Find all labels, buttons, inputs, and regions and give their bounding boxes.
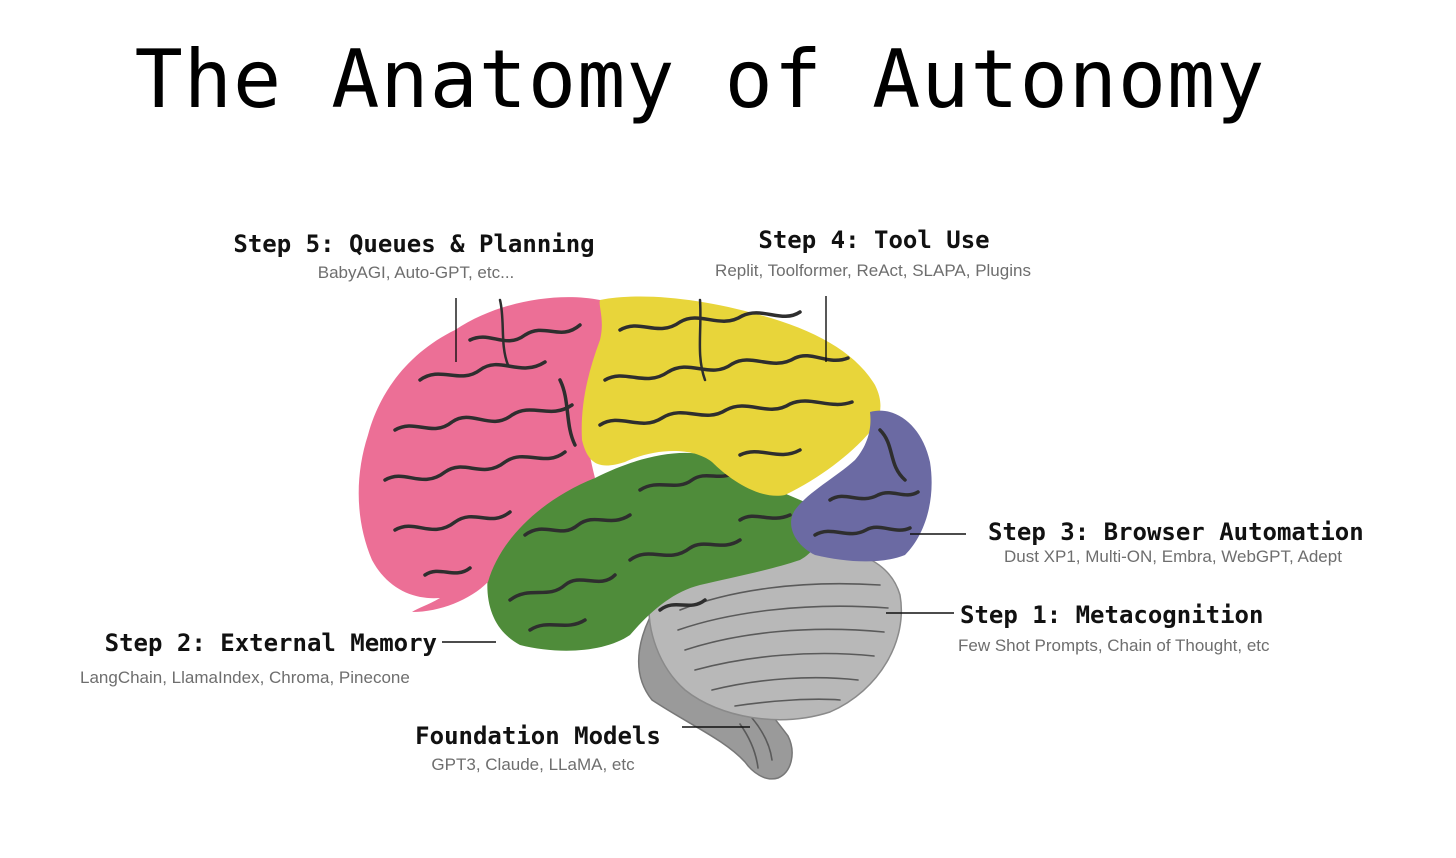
step5-heading: Step 5: Queues & Planning: [233, 230, 595, 258]
step1-heading: Step 1: Metacognition: [960, 601, 1264, 629]
step3-heading: Step 3: Browser Automation: [988, 518, 1364, 546]
page-title: The Anatomy of Autonomy: [134, 33, 1266, 126]
step2-heading: Step 2: External Memory: [104, 629, 437, 657]
temporal-lobe-region: [487, 452, 822, 651]
parietal-lobe-region: [581, 296, 881, 496]
step3-examples: Dust XP1, Multi-ON, Embra, WebGPT, Adept: [1004, 547, 1342, 566]
occipital-lobe-region: [791, 410, 932, 562]
foundation-heading: Foundation Models: [415, 722, 661, 750]
step5-examples: BabyAGI, Auto-GPT, etc...: [317, 263, 515, 282]
step4-examples: Replit, Toolformer, ReAct, SLAPA, Plugin…: [715, 261, 1031, 280]
step4-heading: Step 4: Tool Use: [758, 226, 990, 254]
step2-examples: LangChain, LlamaIndex, Chroma, Pinecone: [80, 668, 410, 687]
foundation-examples: GPT3, Claude, LLaMA, etc: [431, 755, 635, 774]
step1-examples: Few Shot Prompts, Chain of Thought, etc: [958, 636, 1270, 655]
frontal-lobe-region: [358, 297, 609, 612]
